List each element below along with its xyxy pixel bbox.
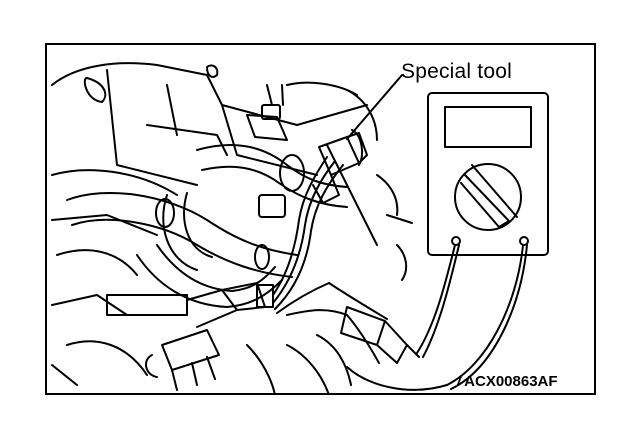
figure-code-text: ACX00863AF [464,373,558,390]
engine-block [51,62,378,386]
sensor-connector [106,282,274,391]
test-leads [346,244,528,391]
hose-upper [66,191,298,278]
multimeter-dial [454,163,522,231]
hose-clamps [155,84,286,270]
special-tool-label: Special tool [401,60,512,83]
multimeter-display [444,106,532,148]
dial-pointer [460,164,518,228]
multimeter [427,92,549,256]
engine-harness-drawing [51,62,549,393]
figure-code-slash: / [457,373,462,390]
multimeter-jack-right [519,236,529,246]
probe-clips [316,282,420,386]
illustration-frame: Special tool /ACX00863AF [45,43,596,395]
hose-lower [136,244,283,308]
engine-detail-right [246,174,413,393]
wiring-harness [272,156,348,316]
figure-code: /ACX00863AF [457,373,558,390]
multimeter-body [427,92,549,256]
multimeter-jack-left [451,236,461,246]
callout-leader-line [346,74,403,140]
hose-curved [162,192,213,271]
